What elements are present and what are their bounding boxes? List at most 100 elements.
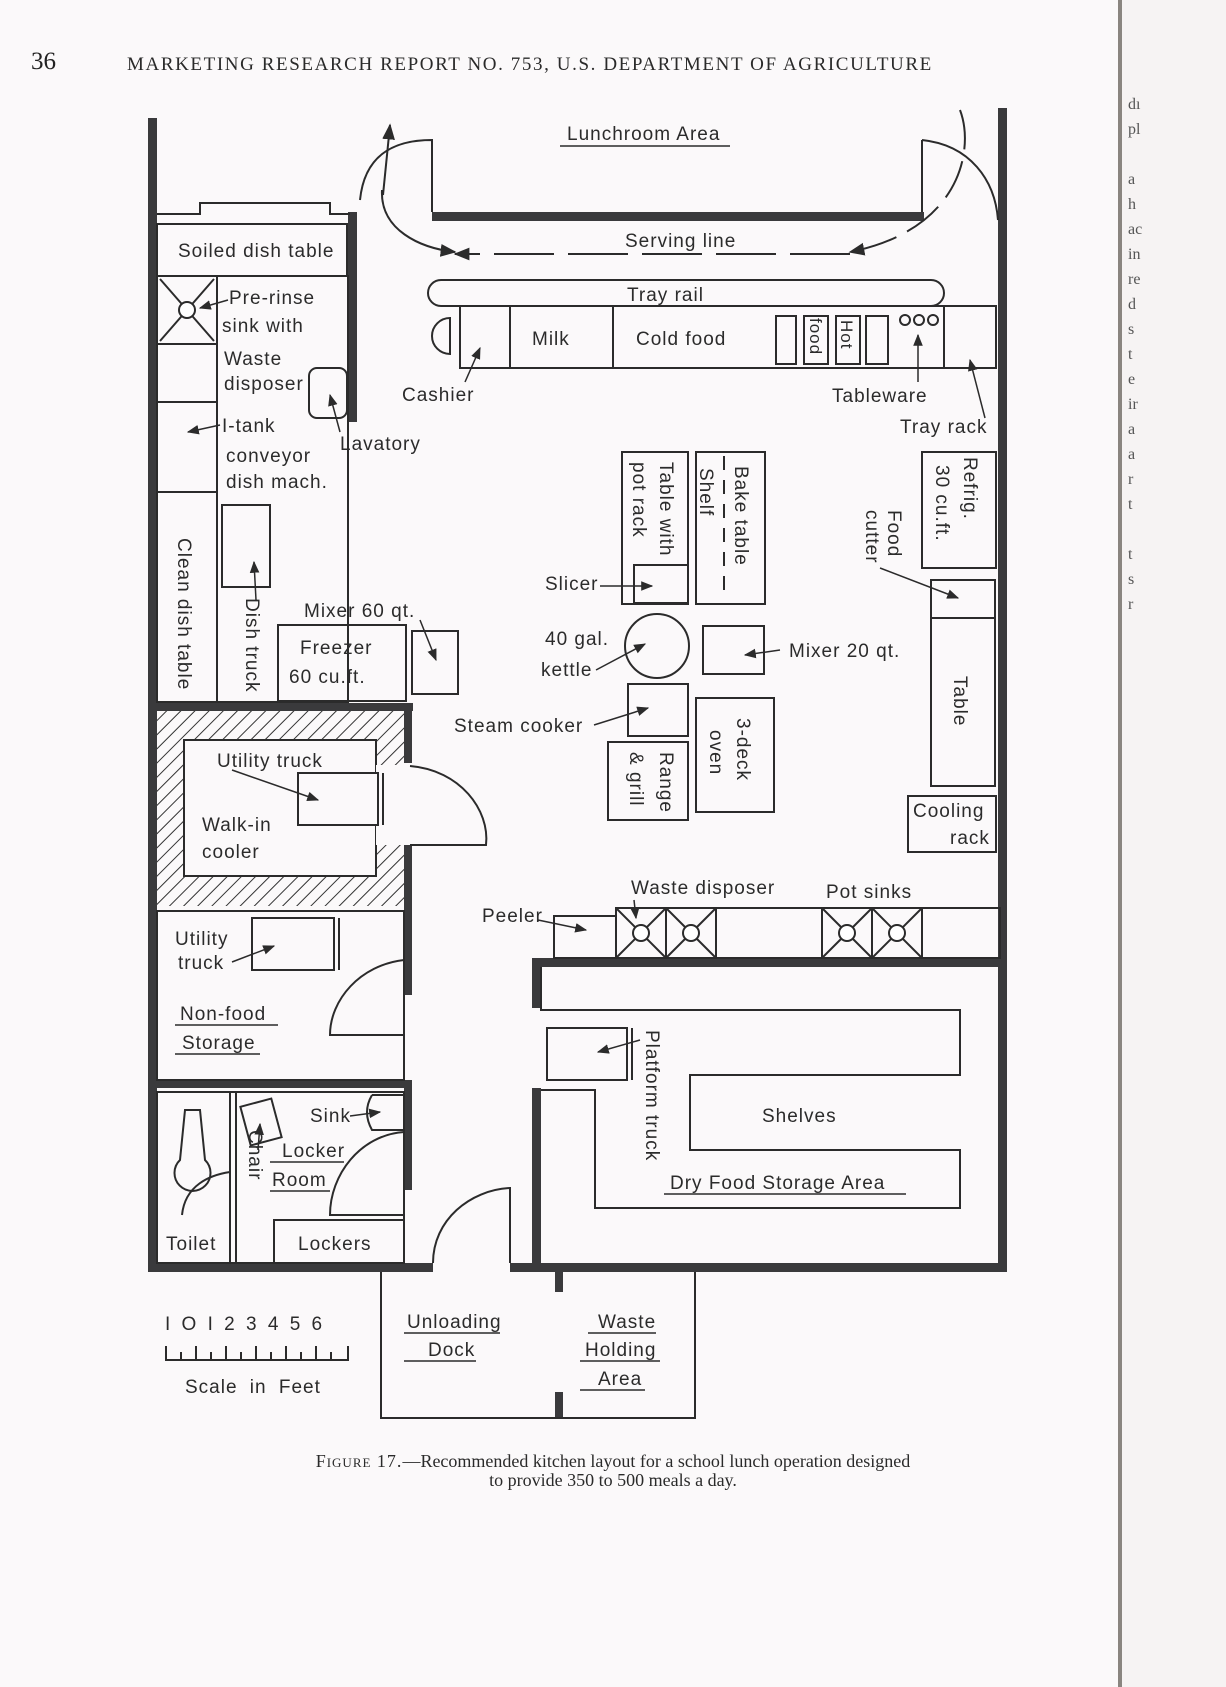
dock-outline xyxy=(380,1272,696,1419)
leader-arrows xyxy=(186,299,986,1151)
cooling-rack-label: rack xyxy=(950,828,990,849)
prerinse-label: Waste xyxy=(224,349,282,370)
cold-food-label: Cold food xyxy=(636,329,726,350)
sink-fixture xyxy=(366,1094,405,1131)
prerinse-label: disposer xyxy=(224,374,304,395)
nonfood-storage-label: Storage xyxy=(182,1033,256,1054)
oven-label: 3-deck xyxy=(732,718,753,781)
peeler-label: Peeler xyxy=(482,906,543,927)
utility-truck-label: truck xyxy=(178,953,224,974)
toilet-door xyxy=(181,1171,231,1216)
shelf-label: Shelf xyxy=(695,468,716,516)
chair xyxy=(239,1097,283,1147)
scale-label: Scale in Feet xyxy=(185,1377,321,1398)
range-label: Range xyxy=(655,752,676,813)
sink-label: Sink xyxy=(310,1106,351,1127)
dish-machine-label: I-tank xyxy=(222,416,276,437)
grill-label: & grill xyxy=(625,752,646,807)
table xyxy=(930,617,996,787)
fragment: dı xyxy=(1128,96,1141,113)
cooling-rack-label: Cooling xyxy=(913,801,984,822)
caption-text: —Recommended kitchen layout for a school… xyxy=(402,1451,911,1471)
mixer-60-label: Mixer 60 qt. xyxy=(304,601,415,622)
freezer-size-label: 60 cu.ft. xyxy=(289,667,366,688)
peeler xyxy=(553,915,617,959)
dish-machine-label: dish mach. xyxy=(226,472,328,493)
fragment: e xyxy=(1128,371,1136,388)
clean-dish-table-label: Clean dish table xyxy=(173,538,194,690)
utility-truck-label: Utility truck xyxy=(217,751,323,772)
fragment: ir xyxy=(1128,396,1138,413)
facing-page-text: dı pl a h ac in re d s t e ir a a r t t … xyxy=(1128,92,1226,617)
refrigerator xyxy=(921,451,997,569)
food-cutter xyxy=(930,579,996,619)
cooler-door xyxy=(409,765,488,846)
fragment: d xyxy=(1128,296,1136,313)
range-grill xyxy=(607,741,689,821)
food-cutter-label: Food xyxy=(883,510,904,557)
steam-cooker-label: Steam cooker xyxy=(454,716,583,737)
fragment: a xyxy=(1128,446,1136,463)
fragment: h xyxy=(1128,196,1136,213)
dry-food-storage-label: Dry Food Storage Area xyxy=(670,1173,885,1194)
tray-rail-label: Tray rail xyxy=(627,285,704,306)
utility-truck-cooler xyxy=(297,772,379,826)
toilet-fixture xyxy=(173,1109,212,1192)
deck-oven xyxy=(695,697,775,813)
nonfood-storage-label: Non-food xyxy=(180,1004,266,1025)
cashier-label: Cashier xyxy=(402,385,474,406)
cooler-label: cooler xyxy=(202,842,260,863)
waste-holding-label: Waste xyxy=(598,1312,656,1333)
steam-cooker xyxy=(627,683,689,737)
food-cutter-label: cutter xyxy=(861,510,882,564)
walls xyxy=(148,108,1007,1418)
toilet-label: Toilet xyxy=(166,1234,216,1255)
lavatory xyxy=(308,367,348,419)
serving-counter xyxy=(459,305,997,369)
lockers-label: Lockers xyxy=(298,1234,372,1255)
dishroom-top xyxy=(157,202,350,215)
soiled-dish-table-label: Soiled dish table xyxy=(178,241,334,262)
kettle-label: 40 gal. xyxy=(545,629,609,650)
table-with-pot-rack-label: Table with xyxy=(655,462,676,557)
dish-truck-label: Dish truck xyxy=(241,598,262,692)
refrig-label: Refrig. xyxy=(959,457,980,520)
exit-door xyxy=(921,139,999,221)
walk-in-label: Walk-in xyxy=(202,815,272,836)
nonfood-storage xyxy=(156,910,405,1081)
fragment: s xyxy=(1128,571,1135,588)
scale-bar xyxy=(165,1346,349,1361)
dish-truck xyxy=(221,504,271,588)
freezer-label: Freezer xyxy=(300,638,372,659)
facing-page xyxy=(1122,0,1226,1687)
tray-rack-label: Tray rack xyxy=(900,417,987,438)
fragment: t xyxy=(1128,346,1133,363)
fragment: s xyxy=(1128,321,1135,338)
figure-label: Figure 17. xyxy=(315,1451,403,1471)
caption-text-2: to provide 350 to 500 meals a day. xyxy=(489,1470,737,1490)
locker-room-label: Room xyxy=(272,1170,327,1191)
cooling-rack xyxy=(907,795,997,853)
platform-truck-label: Platform truck xyxy=(641,1030,662,1161)
utility-truck-storage xyxy=(251,917,335,971)
fragment: t xyxy=(1128,546,1133,563)
waste-holding-label: Area xyxy=(598,1369,642,1390)
waste-holding-label: Holding xyxy=(585,1340,656,1361)
locker-room-label: Locker xyxy=(282,1141,345,1162)
refrig-size-label: 30 cu.ft. xyxy=(931,465,952,542)
dish-machine-label: conveyor xyxy=(226,446,311,467)
fragment: ac xyxy=(1128,221,1143,238)
prerinse-label: Pre-rinse xyxy=(229,288,315,309)
mixer-20-label: Mixer 20 qt. xyxy=(789,641,900,662)
hot-label: Hot xyxy=(837,320,856,349)
dock-door xyxy=(432,1186,511,1264)
prerinse-label: sink with xyxy=(222,316,304,337)
fragment: pl xyxy=(1128,121,1141,138)
waste-disposer-label: Waste disposer xyxy=(631,878,775,899)
table-with-pot-rack-label: pot rack xyxy=(628,462,649,538)
page-gutter xyxy=(1118,0,1122,1687)
fragment: a xyxy=(1128,421,1136,438)
lockers xyxy=(273,1219,405,1264)
mixer-20 xyxy=(702,625,765,675)
fragment: in xyxy=(1128,246,1141,263)
